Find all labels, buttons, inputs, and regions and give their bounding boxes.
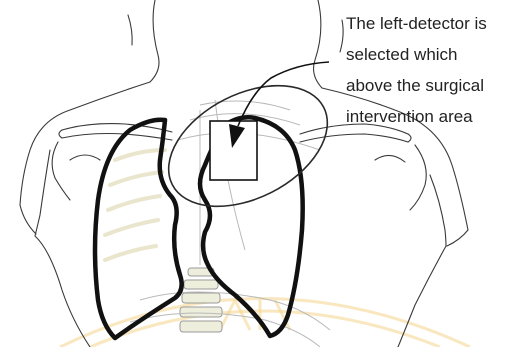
caption-line: The left-detector is (346, 8, 526, 39)
annotation-caption: The left-detector is selected which abov… (346, 8, 526, 132)
caption-line: selected which (346, 39, 526, 70)
caption-line: above the surgical (346, 70, 526, 101)
watermark-seal (60, 299, 470, 347)
caption-line: intervention area (346, 101, 526, 132)
